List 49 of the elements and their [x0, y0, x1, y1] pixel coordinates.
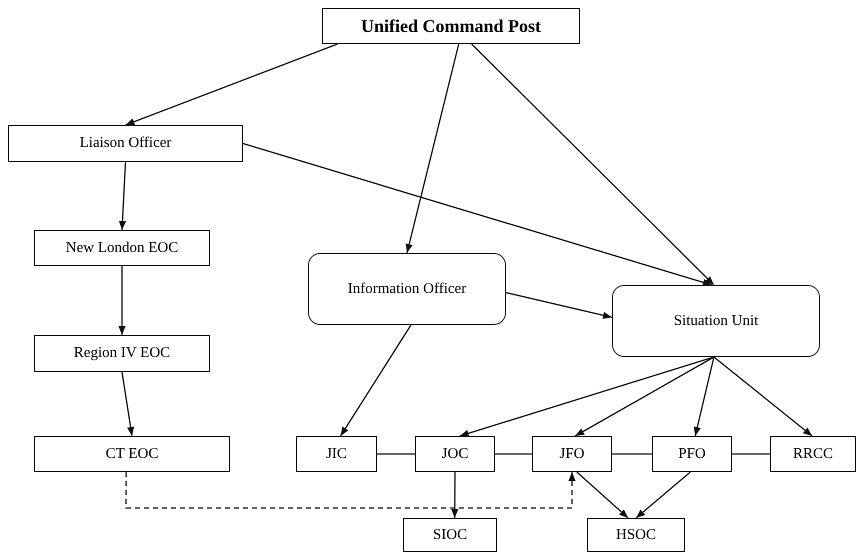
node-label: SIOC: [432, 526, 468, 544]
arrow: [340, 324, 412, 436]
arrow: [121, 372, 134, 436]
arrow: [125, 43, 338, 126]
process-box: [34, 335, 210, 372]
arrow: [714, 356, 813, 436]
arrow: [118, 266, 126, 335]
node-label: JOC: [442, 444, 468, 464]
arrow: [636, 472, 691, 518]
arrow: [694, 356, 715, 436]
node-label: Unified Command Post: [360, 14, 541, 38]
process-box: [322, 8, 580, 44]
node-label: HSOC: [616, 526, 656, 544]
process-box: [770, 436, 856, 472]
connector-line: [495, 453, 532, 455]
arrow: [406, 44, 460, 254]
connector-line: [612, 453, 652, 455]
dashed-arrow: [125, 472, 576, 509]
node-label: JFO: [559, 444, 584, 464]
arrow: [451, 472, 458, 518]
node-label: JIC: [326, 444, 347, 464]
arrow: [576, 472, 629, 518]
node-label: PFO: [678, 444, 706, 464]
node-label: New London EOC: [66, 238, 178, 258]
process-box: [34, 230, 210, 266]
arrow: [460, 356, 714, 437]
arrow: [574, 356, 714, 437]
node-label: RRCC: [792, 444, 834, 464]
node-label: Situation Unit: [674, 312, 758, 330]
process-box: [587, 518, 685, 552]
arrow: [506, 292, 612, 319]
arrow: [471, 44, 714, 286]
node-label: CT EOC: [106, 444, 158, 464]
process-box: [296, 436, 377, 472]
process-box: [8, 125, 243, 162]
process-box: [652, 436, 732, 472]
process-box: [415, 436, 495, 472]
connector-line: [377, 453, 415, 455]
connector-line: [732, 453, 770, 455]
rounded-box: [308, 253, 506, 325]
node-label: Information Officer: [348, 280, 466, 298]
process-box: [532, 436, 612, 472]
node-label: Region IV EOC: [74, 344, 170, 363]
arrow: [118, 162, 126, 230]
node-label: Liaison Officer: [80, 134, 172, 153]
arrow: [242, 142, 712, 286]
process-box: [403, 518, 497, 552]
rounded-box: [612, 285, 820, 357]
process-box: [34, 436, 230, 472]
